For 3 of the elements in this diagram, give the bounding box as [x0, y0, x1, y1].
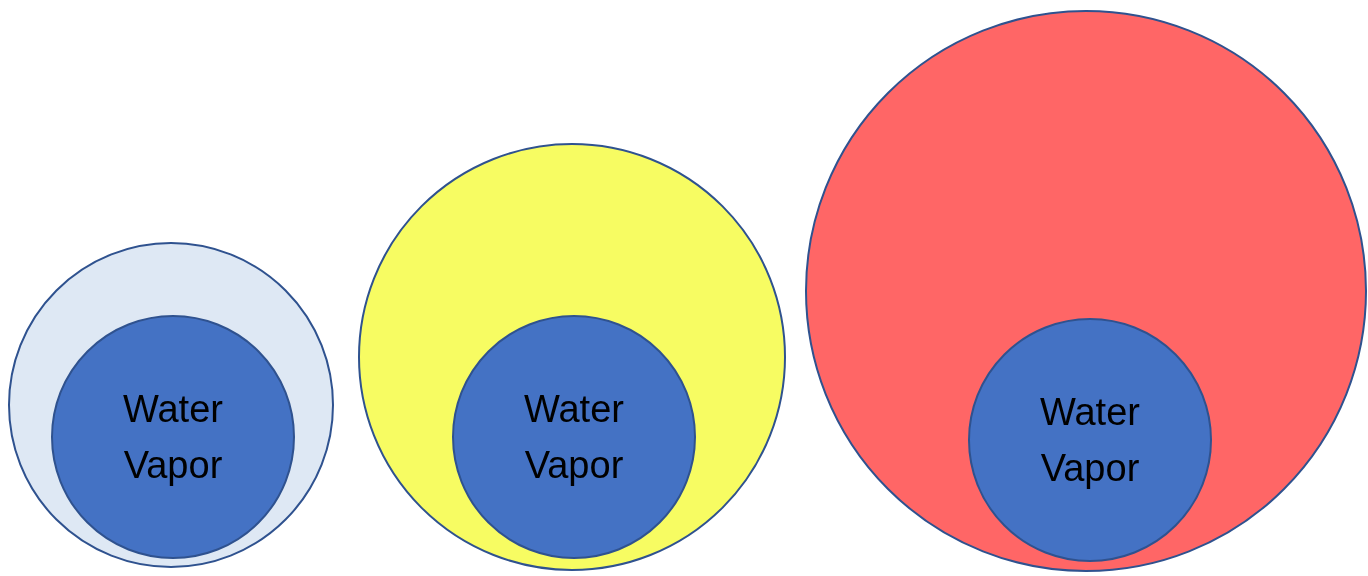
circle-label: Water Vapor	[1039, 390, 1141, 491]
circle-label: Water Vapor	[523, 387, 625, 488]
circle-label: Water Vapor	[122, 387, 224, 488]
